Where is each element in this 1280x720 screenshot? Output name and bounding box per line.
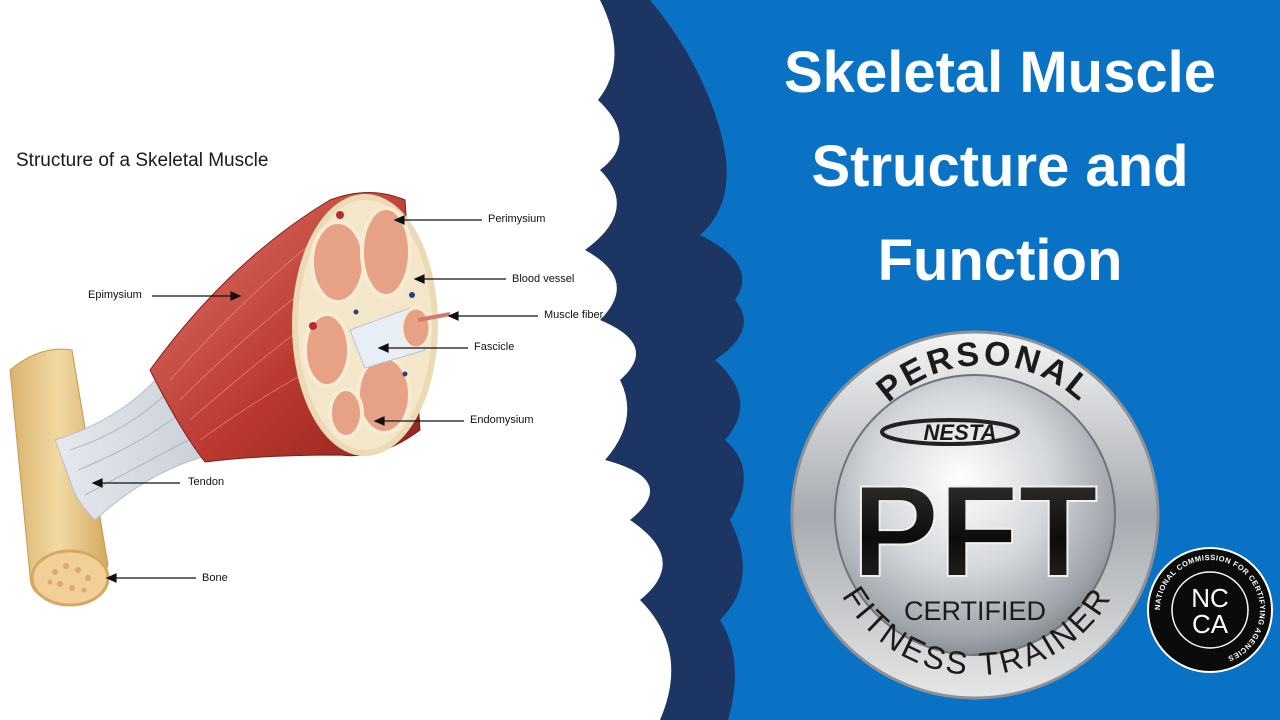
navy-brush-band [585, 0, 744, 720]
badge-main-text: PFT [852, 458, 1098, 604]
fascicle-end [400, 306, 432, 350]
muscle-fiber-strand [417, 312, 451, 322]
blood-vessel-red [336, 211, 344, 219]
pft-badge: PERSONAL FITNESS TRAINER NESTA PFT CERTI… [790, 330, 1160, 700]
label-endomysium: Endomysium [470, 414, 534, 426]
title-line-2: Structure and [811, 134, 1189, 199]
label-bone: Bone [202, 572, 228, 584]
diagram-heading: Structure of a Skeletal Muscle [16, 150, 269, 171]
seal-letters-top: NC [1191, 583, 1229, 613]
seal-letters-bottom: CA [1192, 609, 1229, 639]
label-arrows [91, 215, 538, 583]
seal-outer [1147, 547, 1273, 673]
title-line-3: Function [877, 228, 1123, 293]
bone-spongy-texture [47, 563, 91, 593]
blood-vessel-red-2 [309, 322, 317, 330]
label-perimysium: Perimysium [488, 213, 546, 225]
label-tendon: Tendon [188, 476, 225, 488]
nesta-swoosh-icon [880, 418, 1020, 446]
muscle-diagram [9, 192, 538, 607]
bone-cross-section [30, 549, 110, 607]
ncca-seal: NATIONAL COMMISSION FOR CERTIFYING AGENC… [1142, 542, 1278, 678]
tendon-fibers [69, 389, 199, 496]
seal-inner-ring [1171, 571, 1249, 649]
label-fascicle: Fascicle [474, 341, 515, 353]
label-muscle-fiber: Muscle fiber [544, 309, 604, 321]
fascicle-compartments [303, 206, 412, 439]
badge-brand: NESTA [924, 420, 997, 445]
blood-vessel-dots [353, 292, 415, 377]
badge-face [834, 374, 1116, 656]
title-line-1: Skeletal Muscle [784, 40, 1216, 105]
badge-certified-text: CERTIFIED [904, 596, 1046, 626]
label-epimysium: Epimysium [88, 289, 142, 301]
label-blood-vessel: Blood vessel [512, 273, 575, 285]
